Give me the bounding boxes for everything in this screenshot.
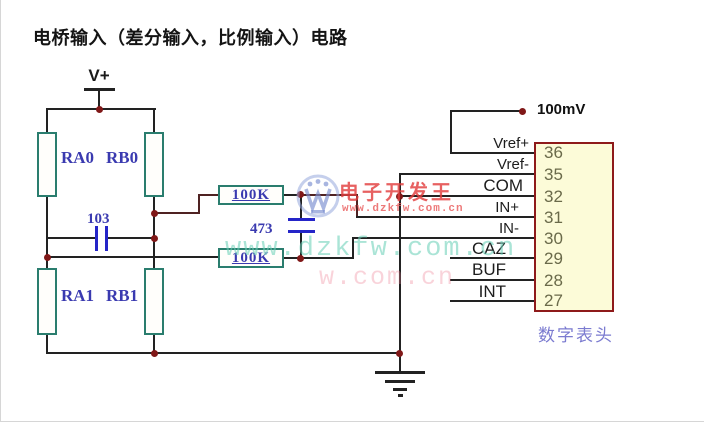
ground-symbol xyxy=(399,352,401,373)
pin-label-in-minus: IN- xyxy=(499,220,519,237)
schematic-title: 电桥输入（差分输入，比例输入）电路 xyxy=(33,28,348,48)
wire-segment xyxy=(46,352,401,354)
wire-segment xyxy=(450,110,524,112)
resistor-rb0-label: RB0 xyxy=(106,148,139,167)
wire-segment xyxy=(153,108,155,134)
resistor-100k-upper xyxy=(218,185,284,205)
junction-dot xyxy=(96,106,103,113)
resistor-ra1 xyxy=(37,268,57,335)
wire-segment xyxy=(155,212,200,214)
pin-label-vref-minus: Vref- xyxy=(497,156,529,173)
junction-dot xyxy=(396,193,403,200)
resistor-ra0-label: RA0 xyxy=(61,148,95,167)
pin-number: 30 xyxy=(544,229,563,248)
chip-caption: 数字表头 xyxy=(538,326,614,345)
pin-number: 31 xyxy=(544,208,563,227)
pin-label-com: COM xyxy=(483,176,523,195)
junction-dot xyxy=(297,255,304,262)
junction-dot xyxy=(297,191,304,198)
wire-segment xyxy=(46,197,48,268)
wire-segment xyxy=(198,194,200,214)
capacitor-103-plate xyxy=(105,226,108,251)
wire-segment xyxy=(352,237,534,239)
wire-segment xyxy=(46,335,48,354)
pin-number: 27 xyxy=(544,291,563,310)
chip-body xyxy=(534,142,614,312)
wire-segment xyxy=(450,257,534,259)
pin-label-vref-plus: Vref+ xyxy=(493,135,529,152)
wire-segment xyxy=(47,256,219,258)
resistor-rb1-label: RB1 xyxy=(106,286,139,305)
wire-segment xyxy=(450,110,452,154)
junction-dot xyxy=(396,350,403,357)
resistor-100k-upper-label: 100K xyxy=(231,187,271,203)
ground-symbol xyxy=(398,394,403,397)
capacitor-103-plate xyxy=(95,226,98,251)
ground-symbol xyxy=(385,380,415,383)
resistor-rb0 xyxy=(144,132,164,197)
wire-segment xyxy=(108,237,154,239)
wire-segment xyxy=(399,173,534,175)
reference-voltage-label: 100mV xyxy=(537,101,586,118)
capacitor-473-plate xyxy=(288,230,315,233)
wire-segment xyxy=(450,300,534,302)
capacitor-103-label: 103 xyxy=(87,211,110,227)
pin-number: 36 xyxy=(544,143,563,162)
watermark-logo-icon xyxy=(296,174,340,218)
junction-dot xyxy=(151,235,158,242)
wire-segment xyxy=(153,335,155,354)
resistor-100k-lower-label: 100K xyxy=(231,250,271,266)
resistor-rb1 xyxy=(144,268,164,335)
wire-segment xyxy=(300,233,302,259)
junction-dot xyxy=(151,210,158,217)
pin-label-buf: BUF xyxy=(472,260,506,279)
capacitor-473-label: 473 xyxy=(250,221,273,237)
watermark-url-large: www.dzkfw.com.cn xyxy=(225,234,517,264)
pin-number: 32 xyxy=(544,187,563,206)
junction-dot xyxy=(151,350,158,357)
wire-segment xyxy=(300,257,354,259)
wire-segment xyxy=(356,216,534,218)
power-label: V+ xyxy=(88,66,110,85)
resistor-ra0 xyxy=(37,132,57,197)
resistor-100k-lower xyxy=(218,248,284,268)
wire-segment xyxy=(284,194,301,196)
watermark-url-small: www.dzkfw.com.cn xyxy=(342,203,464,215)
wire-segment xyxy=(352,237,354,259)
wire-segment xyxy=(450,279,534,281)
wire-segment xyxy=(356,194,358,218)
watermark-brand-text: 电子开发王 xyxy=(339,182,454,204)
wire-segment xyxy=(98,90,100,109)
ground-symbol xyxy=(375,371,425,374)
wire-segment xyxy=(399,173,401,354)
wire-segment xyxy=(401,195,534,197)
pin-label-in-plus: IN+ xyxy=(495,199,519,216)
wire-segment xyxy=(46,108,48,134)
wire-segment xyxy=(450,152,534,154)
pin-number: 35 xyxy=(544,165,563,184)
pin-label-caz: CAZ xyxy=(472,239,506,258)
resistor-ra1-label: RA1 xyxy=(61,286,95,305)
capacitor-473-plate xyxy=(288,218,315,221)
ground-symbol xyxy=(393,388,407,391)
pin-label-int: INT xyxy=(478,282,506,301)
wire-segment xyxy=(198,194,219,196)
power-bar-symbol xyxy=(84,88,115,91)
pin-number: 29 xyxy=(544,249,563,268)
watermark-url-faint: w.com.cn xyxy=(319,263,456,292)
wire-segment xyxy=(284,257,301,259)
pin-number: 28 xyxy=(544,271,563,290)
reference-node-dot xyxy=(519,108,526,115)
junction-dot xyxy=(44,254,51,261)
wire-segment xyxy=(48,237,96,239)
wire-segment xyxy=(153,197,155,268)
